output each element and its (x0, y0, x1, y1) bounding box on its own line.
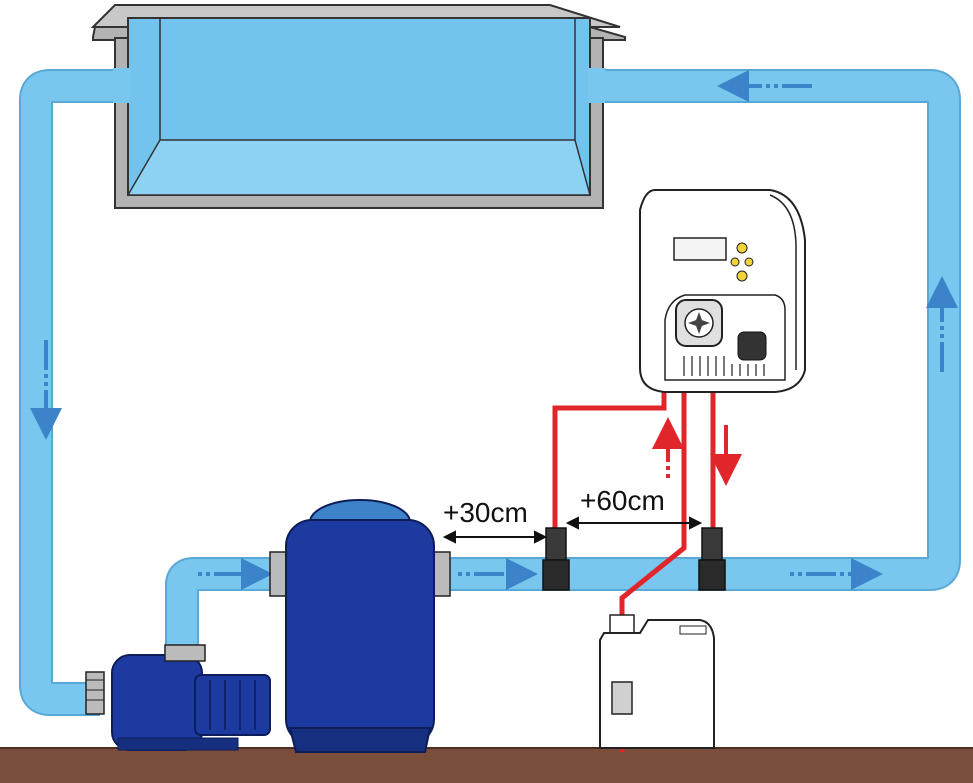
controller-button-down (736, 270, 748, 282)
distance-label-60cm: +60cm (580, 485, 665, 516)
controller-button-up (736, 242, 748, 254)
dimension-lines (442, 516, 703, 544)
controller-button-left (730, 257, 740, 267)
distance-label-30cm: +30cm (443, 497, 528, 528)
dosing-controller (639, 189, 806, 393)
chemical-canister (599, 614, 715, 749)
probe-holder-2 (698, 527, 726, 591)
foot-valve (611, 681, 633, 715)
sensor-cable-1 (552, 388, 667, 530)
swimming-pool (90, 4, 626, 209)
ground-slab (0, 748, 973, 783)
controller-display (673, 237, 727, 261)
pump (85, 644, 271, 751)
controller-button-right (744, 257, 754, 267)
sand-filter (269, 499, 451, 753)
probe-holder-1 (542, 527, 570, 591)
flow-arrows (30, 70, 958, 590)
